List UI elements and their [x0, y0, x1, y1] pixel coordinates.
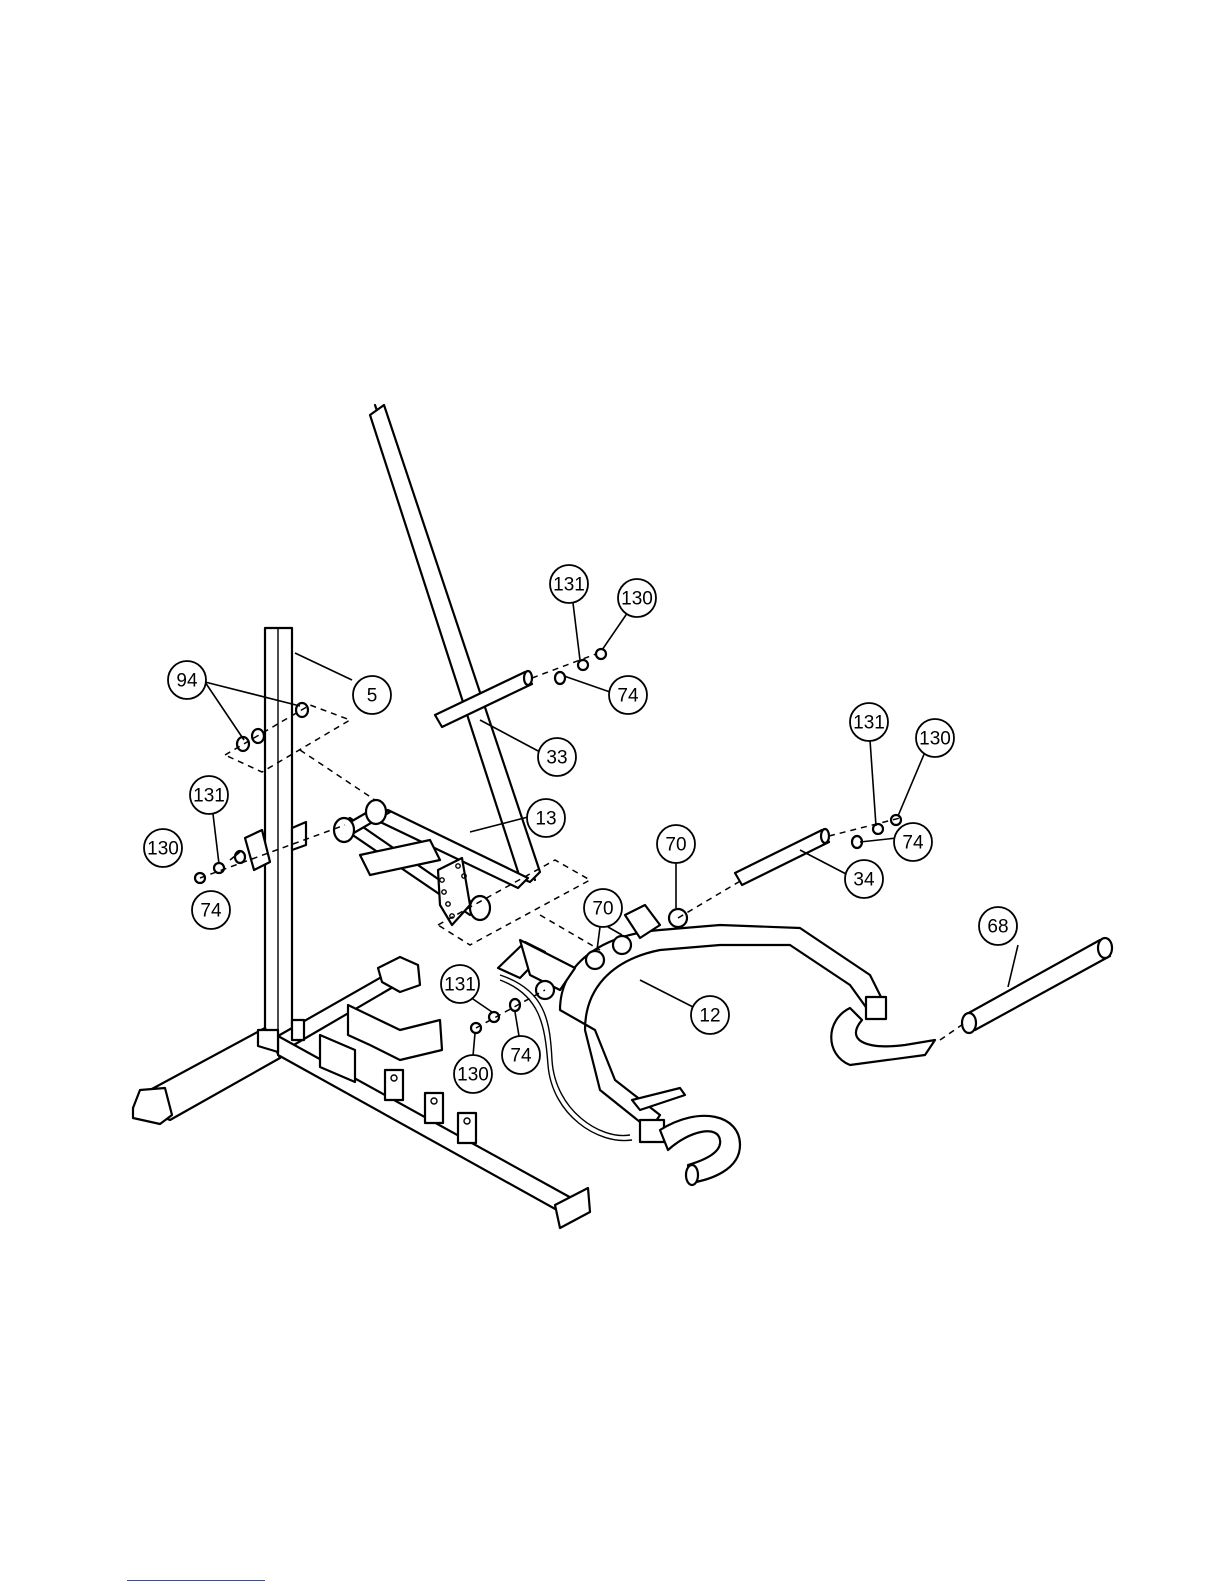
callout-label: 130: [621, 589, 653, 610]
callout-34: 34: [845, 860, 883, 898]
callout-label: 130: [919, 729, 951, 750]
callout-label: 13: [535, 809, 556, 830]
callout-label: 94: [176, 671, 198, 692]
upright-post-part: [265, 628, 292, 1040]
arm-assembly-part: [334, 405, 540, 925]
callout-12: 12: [691, 996, 729, 1034]
loose-parts: [195, 649, 1112, 1033]
callout-label: 12: [699, 1006, 720, 1027]
callout-label: 130: [147, 839, 179, 860]
callout-label: 131: [553, 575, 585, 596]
callout-label: 5: [367, 686, 378, 707]
callout-label: 68: [987, 917, 1008, 938]
callout-130: 130: [916, 719, 954, 757]
callout-70: 70: [657, 825, 695, 863]
callout-130: 130: [618, 579, 656, 617]
callout-label: 131: [853, 713, 885, 734]
base-frame-part: [133, 957, 590, 1228]
callout-label: 34: [853, 870, 875, 891]
callout-68: 68: [979, 907, 1017, 945]
callout-74: 74: [894, 823, 932, 861]
callout-130: 130: [144, 829, 182, 867]
callout-label: 130: [457, 1065, 489, 1086]
callout-94: 94: [168, 661, 206, 699]
callout-label: 131: [193, 786, 225, 807]
callout-131: 131: [850, 703, 888, 741]
callout-label: 74: [902, 833, 924, 854]
callout-74: 74: [502, 1036, 540, 1074]
callout-label: 74: [617, 686, 639, 707]
callout-74: 74: [192, 891, 230, 929]
callout-131: 131: [441, 965, 479, 1003]
callout-131: 131: [550, 565, 588, 603]
footer-rule: [127, 1580, 265, 1581]
callout-label: 33: [546, 748, 567, 769]
callout-74: 74: [609, 676, 647, 714]
callout-5: 5: [353, 676, 391, 714]
callout-label: 74: [200, 901, 222, 922]
handle-frame-part: [498, 905, 935, 1185]
callout-label: 70: [592, 899, 613, 920]
callout-33: 33: [538, 738, 576, 776]
callout-130: 130: [454, 1055, 492, 1093]
callout-70: 70: [584, 889, 622, 927]
callout-label: 131: [444, 975, 476, 996]
callout-131: 131: [190, 776, 228, 814]
callout-leaders: [205, 603, 1018, 1056]
callout-13: 13: [527, 799, 565, 837]
callout-label: 70: [665, 835, 686, 856]
callout-label: 74: [510, 1046, 532, 1067]
